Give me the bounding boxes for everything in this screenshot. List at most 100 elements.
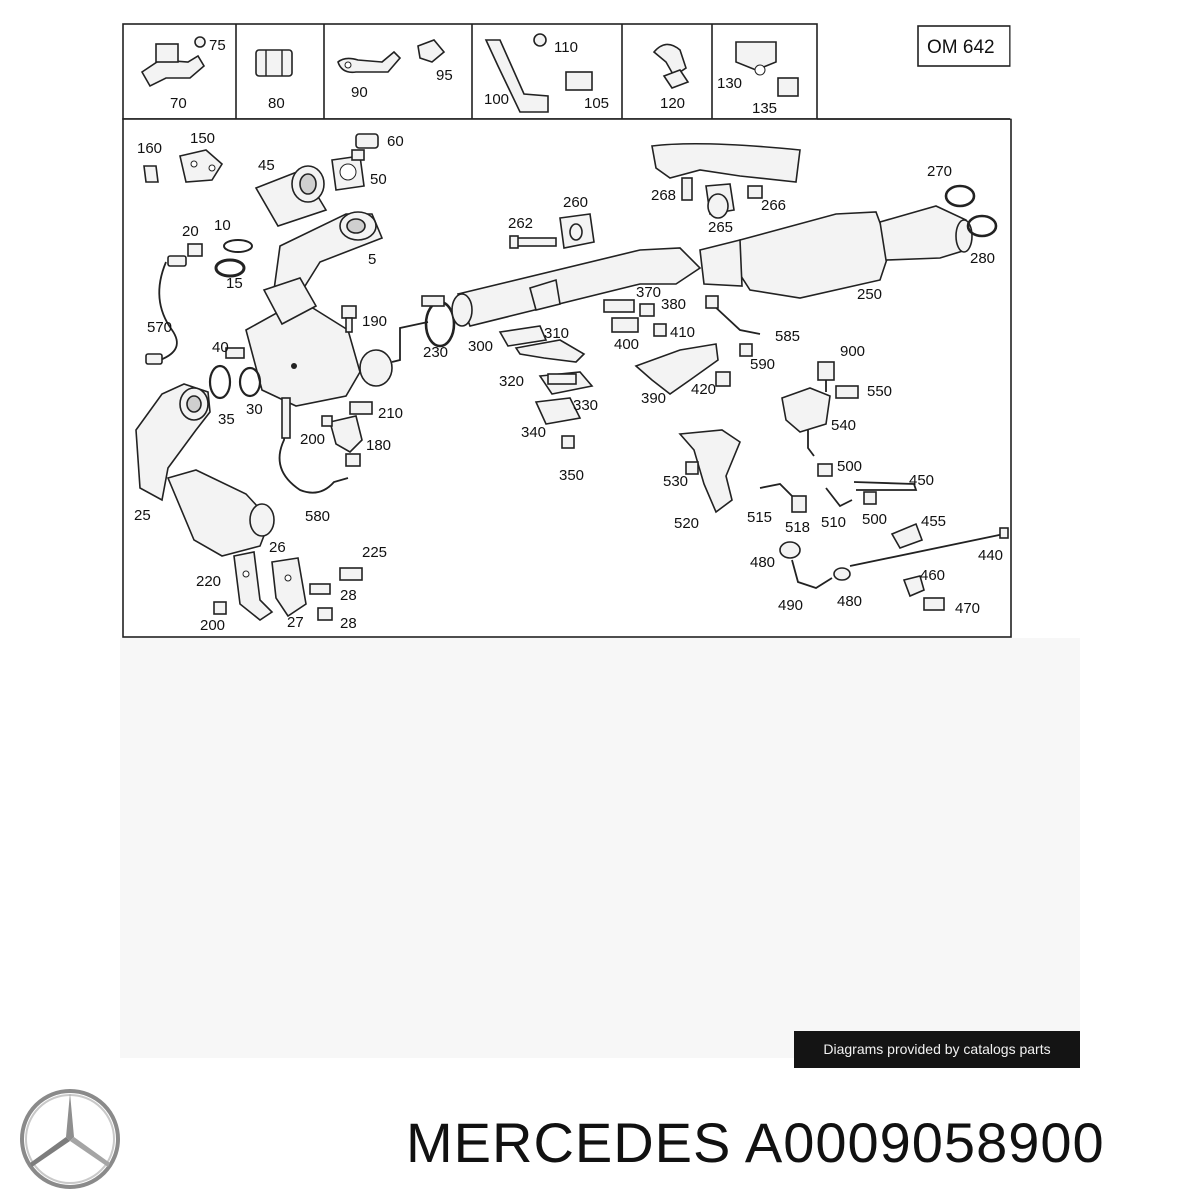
callout-95: 95 bbox=[436, 67, 453, 84]
callout-190: 190 bbox=[362, 313, 387, 330]
callout-570: 570 bbox=[147, 319, 172, 336]
callout-250: 250 bbox=[857, 286, 882, 303]
bracket-530-icon bbox=[678, 429, 741, 514]
sensor-570-icon bbox=[145, 255, 187, 365]
sensor-580-icon bbox=[278, 397, 349, 494]
callout-580: 580 bbox=[305, 508, 330, 525]
callout-210: 210 bbox=[378, 405, 403, 422]
bolt-60-icon bbox=[351, 133, 379, 161]
callout-260: 260 bbox=[563, 194, 588, 211]
middle-pipe-icon bbox=[451, 247, 702, 327]
callout-50: 50 bbox=[370, 171, 387, 188]
callout-400: 400 bbox=[614, 336, 639, 353]
bracket-300-icon bbox=[498, 325, 586, 363]
callout-220: 220 bbox=[196, 573, 221, 590]
callout-10: 10 bbox=[214, 217, 231, 234]
bracket-340-icon bbox=[534, 397, 582, 449]
bracket-370-icon bbox=[603, 299, 667, 337]
callout-135: 135 bbox=[752, 100, 777, 117]
sensor-20-icon bbox=[187, 243, 203, 257]
gasket-10-icon bbox=[223, 239, 253, 253]
callout-460: 460 bbox=[920, 567, 945, 584]
callout-110: 110 bbox=[554, 39, 578, 56]
callout-26: 26 bbox=[269, 539, 286, 556]
header-parts-strip bbox=[122, 23, 818, 120]
bracket-150-icon bbox=[143, 149, 224, 183]
callout-370: 370 bbox=[636, 284, 661, 301]
callout-150: 150 bbox=[190, 130, 215, 147]
sensor-585-icon bbox=[705, 295, 761, 357]
callout-540: 540 bbox=[831, 417, 856, 434]
callout-180: 180 bbox=[366, 437, 391, 454]
callout-20: 20 bbox=[182, 223, 199, 240]
callout-35: 35 bbox=[218, 411, 235, 428]
callout-262: 262 bbox=[508, 215, 533, 232]
callout-280: 280 bbox=[970, 250, 995, 267]
brand-name: MERCEDES bbox=[406, 1111, 732, 1174]
callout-585: 585 bbox=[775, 328, 800, 345]
diagram-credit-bar: Diagrams provided by catalogs parts bbox=[794, 1031, 1080, 1068]
clamp-230-icon bbox=[421, 295, 456, 348]
callout-310: 310 bbox=[544, 325, 569, 342]
callout-60: 60 bbox=[387, 133, 404, 150]
callout-330: 330 bbox=[573, 397, 598, 414]
callout-420: 420 bbox=[691, 381, 716, 398]
callout-230: 230 bbox=[423, 344, 448, 361]
callout-70: 70 bbox=[170, 95, 187, 112]
callout-120: 120 bbox=[660, 95, 685, 112]
heat-shield-top-icon bbox=[651, 142, 801, 219]
callout-900: 900 bbox=[840, 343, 865, 360]
pipe-480-icon bbox=[779, 541, 851, 589]
callout-480-a: 480 bbox=[750, 554, 775, 571]
engine-code-box bbox=[917, 25, 1011, 67]
callout-500-b: 500 bbox=[862, 511, 887, 528]
callout-410: 410 bbox=[670, 324, 695, 341]
callout-520: 520 bbox=[674, 515, 699, 532]
bracket-320-icon bbox=[538, 371, 594, 395]
callout-30: 30 bbox=[246, 401, 263, 418]
bracket-220-icon bbox=[233, 551, 307, 621]
bracket-180-icon bbox=[321, 401, 373, 453]
nut-40-icon bbox=[225, 347, 245, 359]
pipe-510-icon bbox=[759, 463, 853, 513]
callout-28-b: 28 bbox=[340, 615, 357, 632]
mercedes-star-icon bbox=[20, 1089, 120, 1189]
callout-380: 380 bbox=[661, 296, 686, 313]
callout-470: 470 bbox=[955, 600, 980, 617]
callout-480-b: 480 bbox=[837, 593, 862, 610]
callout-518: 518 bbox=[785, 519, 810, 536]
downpipe-25-icon bbox=[135, 383, 275, 557]
clamp-15-icon bbox=[214, 258, 246, 278]
callout-200-a: 200 bbox=[300, 431, 325, 448]
callout-90: 90 bbox=[351, 84, 368, 101]
callout-200-b: 200 bbox=[200, 617, 225, 634]
callout-270: 270 bbox=[927, 163, 952, 180]
clamp-120-icon bbox=[652, 43, 690, 89]
callout-515: 515 bbox=[747, 509, 772, 526]
bolt-262-icon bbox=[509, 235, 557, 249]
callout-80: 80 bbox=[268, 95, 285, 112]
callout-265: 265 bbox=[708, 219, 733, 236]
gasket-35-icon bbox=[208, 364, 262, 400]
callout-320: 320 bbox=[499, 373, 524, 390]
callout-300: 300 bbox=[468, 338, 493, 355]
callout-27: 27 bbox=[287, 614, 304, 631]
bracket-455-icon bbox=[849, 522, 1009, 567]
part-number: A0009058900 bbox=[744, 1111, 1105, 1174]
bolt-190-icon bbox=[341, 305, 357, 333]
callout-25: 25 bbox=[134, 507, 151, 524]
precat-5-icon bbox=[273, 211, 384, 295]
callout-160: 160 bbox=[137, 140, 162, 157]
callout-266: 266 bbox=[761, 197, 786, 214]
callout-5: 5 bbox=[368, 251, 376, 268]
callout-labels: 75 70 80 90 95 110 100 105 120 130 135 1… bbox=[134, 37, 1003, 634]
bracket-70-icon bbox=[140, 36, 206, 88]
callout-225: 225 bbox=[362, 544, 387, 561]
callout-455: 455 bbox=[921, 513, 946, 530]
callout-45: 45 bbox=[258, 157, 275, 174]
sensor-540-icon bbox=[781, 361, 859, 457]
callout-490: 490 bbox=[778, 597, 803, 614]
bracket-460-icon bbox=[902, 575, 945, 611]
